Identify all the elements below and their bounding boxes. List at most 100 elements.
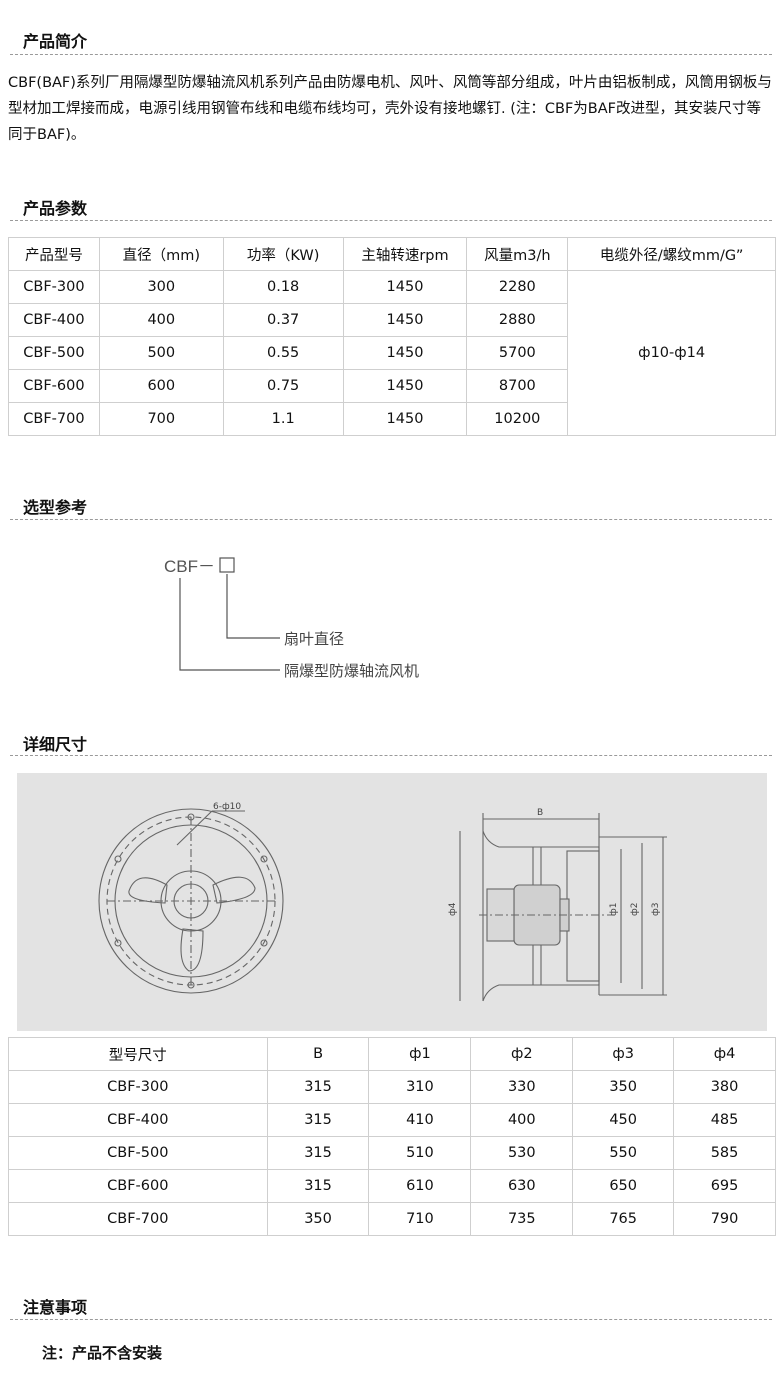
notice-text: 注：产品不含安装	[42, 1344, 163, 1362]
table-cell: 585	[673, 1136, 776, 1170]
table-row: CBF-300 315 310 330 350 380	[8, 1070, 776, 1104]
section-title-dimensions: 详细尺寸	[23, 735, 88, 754]
dim-label-phi3: ф3	[651, 903, 661, 916]
table-cell: 510	[368, 1136, 472, 1170]
side-view	[459, 813, 667, 1002]
table-cell: 765	[572, 1202, 675, 1236]
table-cell: 0.37	[222, 303, 344, 337]
bolt-hole	[114, 939, 122, 947]
section-title-selection: 选型参考	[23, 498, 88, 517]
table-cell: 500	[98, 336, 224, 370]
table-cell: 300	[98, 270, 224, 304]
table-cell: 2280	[466, 270, 569, 304]
impeller-side	[566, 850, 600, 982]
bolt-hole	[187, 981, 195, 989]
section-title-notice: 注意事项	[23, 1298, 88, 1317]
table-row: CBF-300 300 0.18 1450 2280 ф10-ф14	[8, 270, 776, 436]
table-cell: 630	[470, 1169, 574, 1203]
table-cell: 485	[673, 1103, 776, 1137]
divider	[10, 220, 772, 221]
intro-paragraph: CBF(BAF)系列厂用隔爆型防爆轴流风机系列产品由防爆电机、风叶、风筒等部分组…	[8, 75, 772, 143]
model-code-diagram: CBF－ 扇叶直径 隔爆型防爆轴流风机	[164, 557, 419, 680]
table-cell: 790	[673, 1202, 776, 1236]
outer-flange-circle	[98, 808, 284, 994]
table-cell: CBF-400	[8, 1103, 268, 1137]
divider	[10, 54, 772, 55]
motor-body	[513, 884, 561, 946]
section-title-intro: 产品简介	[23, 32, 88, 51]
table-cell: 380	[673, 1070, 776, 1104]
dim-label-phi4: ф4	[448, 902, 458, 916]
table-cell: CBF-600	[8, 1169, 268, 1203]
table-row: CBF-600 315 610 630 650 695	[8, 1169, 776, 1203]
header-cell: ф4	[673, 1037, 776, 1071]
table-cell: 1.1	[222, 402, 344, 436]
header-cell: 直径（mm)	[98, 237, 224, 271]
fan-blade	[212, 876, 256, 904]
table-cell: 10200	[466, 402, 569, 436]
dimensions-table: 型号尺寸 B ф1 ф2 ф3 ф4 CBF-300 315 310 330 3…	[8, 1037, 776, 1236]
table-cell: CBF-300	[8, 1070, 268, 1104]
table-cell: 710	[368, 1202, 472, 1236]
table-cell: 735	[470, 1202, 574, 1236]
table-cell: 600	[98, 369, 224, 403]
table-cell: CBF-500	[8, 336, 100, 370]
table-row: CBF-400 315 410 400 450 485	[8, 1103, 776, 1137]
label-fan-type: 隔爆型防爆轴流风机	[284, 662, 419, 680]
table-cell: 0.18	[222, 270, 344, 304]
header-cell: 主轴转速rpm	[342, 237, 468, 271]
dim-label-b: B	[537, 808, 543, 818]
label-blade-diameter: 扇叶直径	[284, 630, 344, 648]
header-cell: 电缆外径/螺纹mm/G”	[567, 237, 776, 271]
table-cell: 330	[470, 1070, 574, 1104]
fan-blade	[180, 928, 204, 972]
table-cell: 5700	[466, 336, 569, 370]
table-cell: 650	[572, 1169, 675, 1203]
table-cell: CBF-700	[8, 402, 100, 436]
table-cell: 8700	[466, 369, 569, 403]
bolt-hole	[114, 855, 122, 863]
hole-leader-line	[176, 810, 213, 846]
table-row: CBF-600 600 0.75 1450 8700	[8, 369, 776, 403]
leader-line-diameter	[226, 574, 280, 639]
table-cell: 695	[673, 1169, 776, 1203]
table-cell: 1450	[342, 303, 468, 337]
header-cell: ф1	[368, 1037, 472, 1071]
table-row: CBF-500 500 0.55 1450 5700	[8, 336, 776, 370]
table-row: CBF-700 350 710 735 765 790	[8, 1202, 776, 1236]
header-cell: ф2	[470, 1037, 574, 1071]
cable-spec-cell: ф10-ф14	[567, 270, 776, 436]
table-cell: 350	[572, 1070, 675, 1104]
hole-spec-label: 6-ф10	[213, 802, 241, 812]
header-cell: B	[266, 1037, 370, 1071]
table-cell: 0.75	[222, 369, 344, 403]
table-cell: 1450	[342, 402, 468, 436]
table-cell: 0.55	[222, 336, 344, 370]
table-cell: CBF-700	[8, 1202, 268, 1236]
bolt-hole	[260, 939, 268, 947]
dim-label-phi1: ф1	[609, 903, 619, 916]
table-cell: 315	[266, 1103, 370, 1137]
table-cell: CBF-400	[8, 303, 100, 337]
table-cell: 400	[470, 1103, 574, 1137]
table-cell: 700	[98, 402, 224, 436]
front-view	[98, 808, 284, 994]
params-table: 产品型号 直径（mm) 功率（KW) 主轴转速rpm 风量m3/h 电缆外径/螺…	[8, 237, 776, 436]
divider	[10, 1319, 772, 1320]
table-row: CBF-700 700 1.1 1450 10200	[8, 402, 776, 436]
table-cell: 310	[368, 1070, 472, 1104]
table-cell: CBF-300	[8, 270, 100, 304]
header-cell: 型号尺寸	[8, 1037, 268, 1071]
table-cell: 400	[98, 303, 224, 337]
table-cell: 315	[266, 1070, 370, 1104]
section-title-params: 产品参数	[23, 199, 88, 218]
fan-blade	[128, 877, 168, 904]
table-cell: 550	[572, 1136, 675, 1170]
divider	[10, 519, 772, 520]
model-code-box	[219, 557, 235, 573]
table-cell: 450	[572, 1103, 675, 1137]
model-code-text: CBF－	[164, 557, 215, 576]
dim-label-phi2: ф2	[630, 903, 640, 916]
table-header-row: 型号尺寸 B ф1 ф2 ф3 ф4	[8, 1037, 776, 1071]
header-cell: ф3	[572, 1037, 675, 1071]
